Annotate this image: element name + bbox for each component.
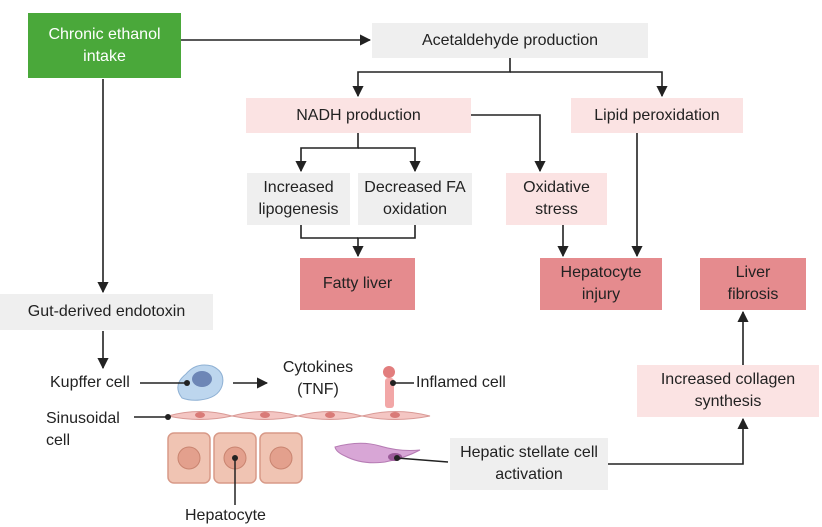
inflamed-cell-label: Inflamed cell — [416, 374, 506, 391]
decreased-fa-oxidation-box: Decreased FA oxidation — [358, 173, 472, 225]
chronic-ethanol-intake-box: Chronic ethanol intake — [28, 13, 181, 78]
gut-endotoxin-label: Gut-derived endotoxin — [27, 303, 186, 320]
arrow-nadh-to-oxidative — [471, 114, 546, 173]
fatty-liver-box: Fatty liver — [300, 258, 415, 310]
arrow-acetaldehyde-to-lipid — [510, 71, 668, 98]
nadh-production-box: NADH production — [246, 98, 471, 133]
hepatocyte-injury-box: Hepatocyte injury — [540, 258, 662, 310]
decreased-fa-oxidation-label: Decreased FA oxidation — [364, 179, 466, 218]
oxidative-stress-box: Oxidative stress — [506, 173, 607, 225]
cytokines-label: Cytokines (TNF) — [282, 359, 354, 398]
arrow-fa-to-fatty-liver — [352, 225, 416, 258]
chronic-ethanol-intake-label: Chronic ethanol intake — [48, 25, 161, 65]
collagen-synthesis-box: Increased collagen synthesis — [637, 365, 819, 417]
liver-fibrosis-label: Liver fibrosis — [727, 264, 779, 303]
lipid-peroxidation-box: Lipid peroxidation — [571, 98, 743, 133]
increased-lipogenesis-box: Increased lipogenesis — [247, 173, 350, 225]
arrow-nadh-to-fa-oxidation — [358, 147, 421, 173]
kupffer-cell-graphic — [177, 364, 224, 401]
stellate-activation-label: Hepatic stellate cell activation — [460, 444, 598, 483]
acetaldehyde-production-label: Acetaldehyde production — [421, 31, 599, 49]
stellate-activation-box: Hepatic stellate cell activation — [450, 438, 608, 490]
stellate-cell-graphic — [334, 442, 421, 464]
acetaldehyde-production-box: Acetaldehyde production — [372, 23, 648, 58]
liver-fibrosis-box: Liver fibrosis — [700, 258, 806, 310]
arrow-lipogenesis-merge — [300, 225, 358, 239]
inflamed-cell-graphic — [383, 366, 395, 408]
lipid-peroxidation-label: Lipid peroxidation — [594, 106, 720, 124]
hepatocyte-injury-label: Hepatocyte injury — [560, 264, 642, 303]
collagen-synthesis-label: Increased collagen synthesis — [660, 371, 796, 410]
oxidative-stress-label: Oxidative stress — [523, 179, 590, 218]
arrow-acetaldehyde-to-nadh — [352, 58, 511, 98]
sinusoidal-cell-label: Sinusoidal cell — [46, 410, 120, 449]
increased-lipogenesis-label: Increased lipogenesis — [258, 179, 339, 218]
gut-endotoxin-box: Gut-derived endotoxin — [0, 294, 213, 330]
arrow-stellate-to-collagen — [608, 417, 749, 465]
nadh-production-label: NADH production — [296, 106, 421, 124]
kupffer-cell-label: Kupffer cell — [50, 374, 130, 391]
arrow-nadh-to-lipogenesis — [295, 133, 359, 173]
hepatocyte-label: Hepatocyte — [185, 507, 266, 524]
fatty-liver-label: Fatty liver — [322, 275, 393, 292]
